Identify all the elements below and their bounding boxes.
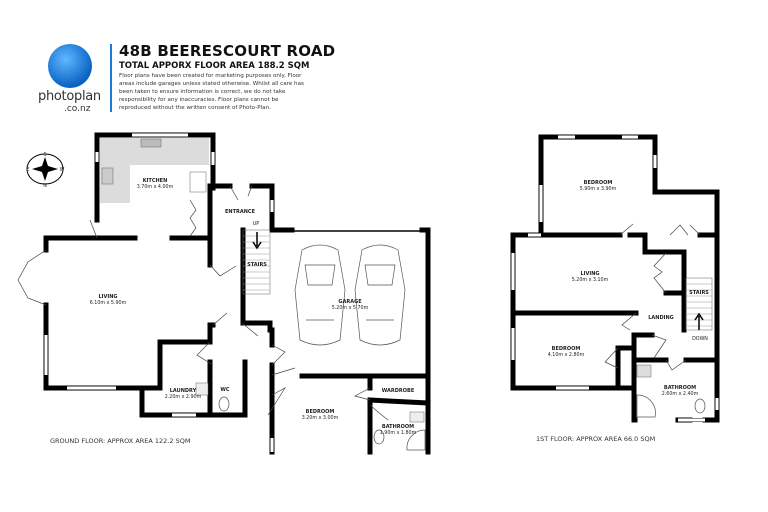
bathroom-dims: 1.90m x 1.80m xyxy=(380,430,417,436)
bedroom2-label: BEDROOM xyxy=(552,346,581,352)
sink-icon xyxy=(140,138,162,148)
wc-label: WC xyxy=(220,387,230,393)
entrance-label: ENTRANCE xyxy=(225,209,256,215)
kitchen-label: KITCHEN xyxy=(143,178,168,184)
logo-sub: .co.nz xyxy=(64,104,91,114)
stove-icon xyxy=(101,167,114,185)
laundry-label: LAUNDRY xyxy=(170,388,197,394)
wardrobe-label: WARDROBE xyxy=(382,388,415,394)
bathroom-label-1st: BATHROOM xyxy=(664,385,696,391)
bedroom-dims: 3.20m x 3.00m xyxy=(302,415,339,421)
compass-s: S xyxy=(43,152,46,158)
living-label-1st: LIVING xyxy=(580,271,599,277)
kitchen-dims: 3.70m x 4.00m xyxy=(137,184,174,190)
arrow-up-icon xyxy=(694,312,704,330)
shower-icon xyxy=(636,394,656,418)
vanity-icon xyxy=(636,364,652,378)
fridge-icon xyxy=(189,171,207,193)
up-label: UP xyxy=(253,221,260,227)
car-icon xyxy=(354,244,406,346)
bathroom-label: BATHROOM xyxy=(382,424,414,430)
ground-floor-area: GROUND FLOOR: APPROX AREA 122.2 SQM xyxy=(50,437,190,445)
car-icon xyxy=(294,244,346,346)
toilet-icon xyxy=(218,396,230,412)
compass-n: N xyxy=(43,183,47,189)
compass-icon: S N E W xyxy=(26,152,64,189)
compass-e: E xyxy=(26,167,29,173)
garage-label: GARAGE xyxy=(338,299,362,305)
stairs-label-1st: STAIRS xyxy=(689,290,709,296)
total-area: TOTAL APPORX FLOOR AREA 188.2 SQM xyxy=(119,61,310,71)
divider xyxy=(110,44,112,112)
compass-w: W xyxy=(60,167,65,173)
house-icon xyxy=(48,44,92,88)
vanity-icon xyxy=(409,411,425,423)
bedroom-label: BEDROOM xyxy=(306,409,335,415)
property-title: 48B BEERESCOURT ROAD xyxy=(119,42,336,60)
laundry-dims: 2.20m x 2.90m xyxy=(165,394,202,400)
stairs-first xyxy=(685,277,713,331)
disclaimer: Floor plans have been created for market… xyxy=(119,73,304,111)
arrow-down-icon xyxy=(252,232,262,250)
living-dims-1st: 5.20m x 3.10m xyxy=(572,277,609,283)
logo-text: photoplan xyxy=(38,89,101,104)
shower-icon xyxy=(406,429,426,451)
laundry-tub-icon xyxy=(195,382,209,396)
living-label: LIVING xyxy=(98,294,117,300)
down-label: DOWN xyxy=(692,336,708,342)
first-floor-plan: BEDROOM 5.90m x 3.90m LIVING 5.20m x 3.1… xyxy=(510,134,720,443)
toilet-icon xyxy=(694,398,706,414)
toilet-icon xyxy=(373,429,385,445)
stairs-ground xyxy=(242,229,271,295)
first-floor-area: 1ST FLOOR: APPROX AREA 66.0 SQM xyxy=(536,435,655,443)
stairs-label: STAIRS xyxy=(247,262,267,268)
bedroom1-label: BEDROOM xyxy=(584,180,613,186)
bathroom-dims-1st: 2.60m x 2.40m xyxy=(662,391,699,397)
photoplan-logo: photoplan .co.nz xyxy=(38,44,104,114)
kitchen-counter xyxy=(100,138,209,203)
ground-floor-plan: KITCHEN 3.70m x 4.00m ENTRANCE UP STAIRS… xyxy=(17,132,431,455)
bedroom1-dims: 5.90m x 3.90m xyxy=(580,186,617,192)
garage-dims: 5.20m x 5.70m xyxy=(332,305,369,311)
living-dims: 6.10m x 5.90m xyxy=(90,300,127,306)
landing-label: LANDING xyxy=(648,315,674,321)
bedroom2-dims: 4.10m x 2.80m xyxy=(548,352,585,358)
